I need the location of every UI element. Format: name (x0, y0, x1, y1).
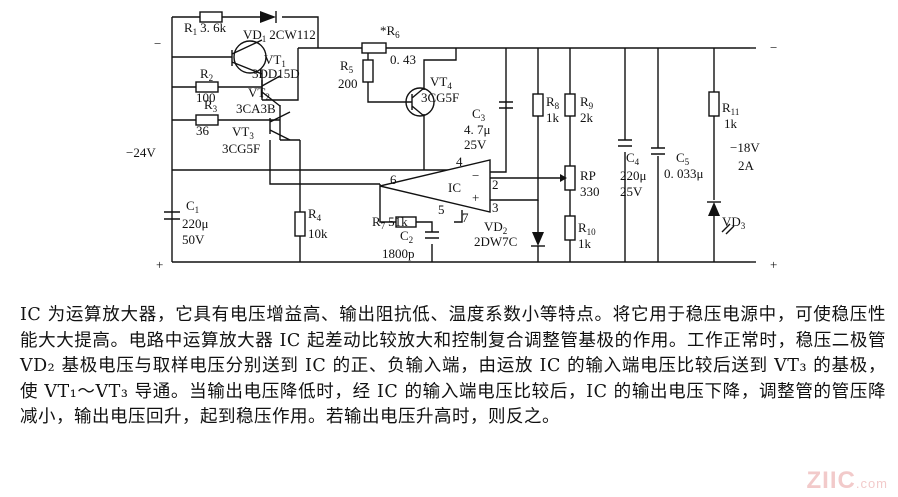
output-voltage: −18V (730, 140, 760, 155)
c5-value: 0. 033μ (664, 166, 704, 181)
rp-value: 330 (580, 184, 600, 199)
r10-label: R10 (578, 220, 596, 237)
r8-value: 1k (546, 110, 560, 125)
c2-value: 1800p (382, 246, 415, 261)
left-minus-terminal: − (154, 36, 161, 51)
vd2-part: 2DW7C (474, 234, 517, 249)
c1-label: C1 (186, 198, 199, 215)
r4-label: R4 (308, 206, 322, 223)
resistor-r9 (564, 93, 576, 117)
zener-vd3 (707, 201, 735, 235)
opamp-label: IC (448, 180, 461, 195)
c1-value-2: 50V (182, 232, 205, 247)
r4-value: 10k (308, 226, 328, 241)
c1-value-1: 220μ (182, 216, 209, 231)
rp-wiper-arrow (560, 174, 567, 182)
resistor-r6 (361, 42, 387, 54)
opamp-ic (379, 159, 491, 213)
capacitor-c5 (651, 147, 665, 155)
c3-value-1: 4. 7μ (464, 122, 491, 137)
input-voltage: −24V (126, 145, 156, 160)
resistor-r7 (395, 216, 417, 228)
vt4-label: VT4 (430, 74, 452, 91)
pin-7: 7 (462, 210, 469, 225)
resistor-r5 (362, 59, 374, 83)
capacitor-c3 (499, 101, 513, 109)
vt2-label: VT2 (248, 85, 270, 102)
pin-6: 6 (390, 172, 397, 187)
transistor-vt4 (405, 87, 435, 117)
left-plus-terminal: + (156, 257, 163, 272)
terminals (750, 47, 756, 263)
transistor-vt3 (269, 111, 291, 141)
rp-label: RP (580, 168, 596, 183)
r11-value: 1k (724, 116, 738, 131)
c3-label: C3 (472, 106, 486, 123)
c2-label: C2 (400, 228, 413, 245)
c4-value-2: 25V (620, 184, 643, 199)
r5-value: 200 (338, 76, 358, 91)
resistor-r4 (294, 211, 306, 237)
pin-2: 2 (492, 177, 499, 192)
diode-vd1 (260, 11, 277, 23)
transistor-vt2 (261, 75, 281, 107)
resistor-r1 (199, 11, 223, 23)
pin-5: 5 (438, 202, 445, 217)
right-plus-terminal: + (770, 257, 777, 272)
r6-value: 0. 43 (390, 52, 416, 67)
r9-value: 2k (580, 110, 594, 125)
r11-label: R11 (722, 100, 739, 117)
resistor-r2 (195, 81, 219, 93)
c4-label: C4 (626, 150, 640, 167)
vt1-label: VT1 (264, 52, 286, 69)
vt3-label: VT3 (232, 124, 254, 141)
r8-label: R8 (546, 94, 560, 111)
r2-value: 100 (196, 90, 216, 105)
pin-3: 3 (492, 200, 499, 215)
output-current: 2A (738, 158, 755, 173)
resistor-r11 (708, 91, 720, 117)
opamp-inverting-sign: − (472, 168, 479, 183)
zener-vd2 (531, 232, 545, 247)
right-minus-terminal: − (770, 40, 777, 55)
resistor-r3 (195, 114, 219, 126)
r9-label: R9 (580, 94, 594, 111)
vd3-label: VD3 (722, 214, 746, 231)
r6-label: *R6 (380, 23, 400, 40)
r3-value: 36 (196, 123, 210, 138)
vd2-label: VD2 (484, 219, 507, 236)
r3-label: R3 (204, 97, 218, 114)
resistor-r8 (532, 93, 544, 117)
r10-value: 1k (578, 236, 592, 251)
capacitor-c1 (164, 211, 180, 220)
capacitor-c4 (618, 139, 632, 147)
vt4-part: 3CG5F (421, 90, 459, 105)
capacitor-c2 (425, 231, 439, 239)
r5-label: R5 (340, 58, 354, 75)
circuit-description: IC 为运算放大器，它具有电压增益高、输出阻抗低、温度系数小等特点。将它用于稳压… (20, 305, 886, 428)
opamp-noninverting-sign: + (472, 190, 479, 205)
r2-label: R2 (200, 66, 213, 83)
c4-value-1: 220μ (620, 168, 647, 183)
vt1-part: 3DD15D (252, 66, 300, 81)
c5-label: C5 (676, 150, 690, 167)
watermark-logo: ZIIC.com (806, 467, 888, 494)
wires (171, 16, 750, 263)
vt3-part: 3CG5F (222, 141, 260, 156)
pin-4: 4 (456, 154, 463, 169)
vt2-part: 3CA3B (236, 101, 276, 116)
c3-value-2: 25V (464, 137, 487, 152)
resistor-r10 (564, 215, 576, 241)
transistor-vt1 (231, 39, 267, 75)
